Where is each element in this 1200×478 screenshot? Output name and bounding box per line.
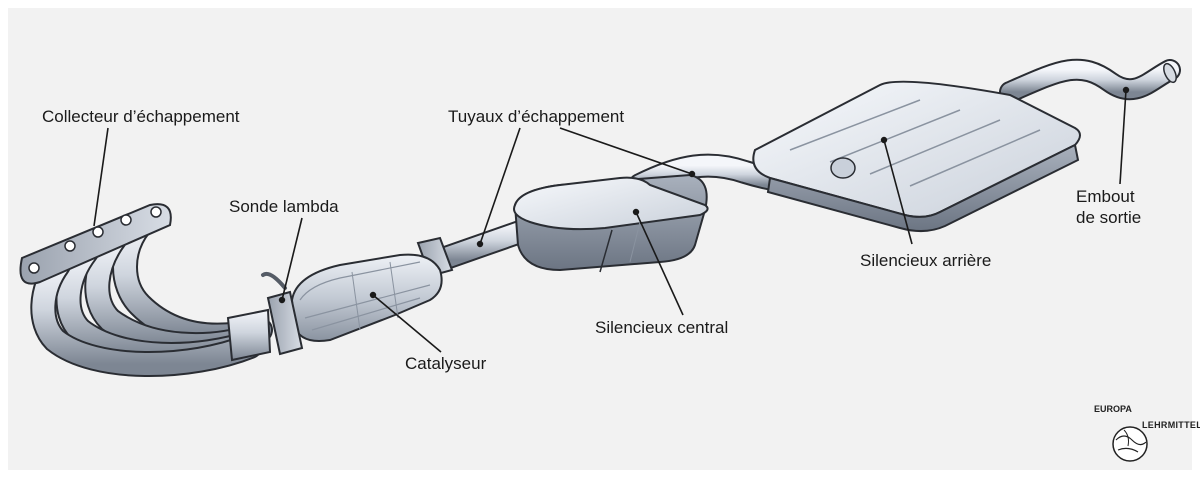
europa-lehrmittel-logo: EUROPA LEHRMITTEL [1088,398,1200,468]
leader-dot-sonde [278,296,286,304]
label-embout: Embout de sortie [1076,187,1142,227]
leader-dot-catalyseur [369,291,377,299]
leader-dot-silencieux-central [632,208,640,216]
label-tuyaux: Tuyaux d’échappement [448,107,625,126]
label-silencieux-arriere: Silencieux arrière [860,251,992,270]
leader-catalyseur [372,294,442,353]
europa-lehrmittel-logo-mark [1112,426,1148,462]
leader-embout [1119,89,1127,185]
label-silencieux-central: Silencieux central [595,318,729,337]
leader-dot-silencieux-arriere [880,136,888,144]
central-silencer [513,173,709,273]
leader-silencieux-arriere [883,139,913,245]
label-sonde-lambda: Sonde lambda [229,197,339,216]
leader-dot-tuyaux-2 [688,170,696,178]
logo-text-europa: EUROPA [1094,404,1132,414]
tailpipe [999,58,1181,103]
leader-dot-tuyaux-1 [476,240,484,248]
label-collecteur: Collecteur d’échappement [42,107,240,126]
leader-sonde [281,217,303,301]
label-catalyseur: Catalyseur [405,354,487,373]
leader-dot-embout [1122,86,1130,94]
logo-text-lehrmittel: LEHRMITTEL [1142,420,1200,430]
leader-collecteur [93,127,109,227]
exhaust-manifold [19,203,273,378]
leader-tuyaux-1 [479,127,521,245]
leader-lines [93,86,1130,353]
leader-silencieux-central [635,211,684,316]
rear-silencer [752,80,1081,232]
leader-tuyaux-2 [559,127,693,175]
catalytic-converter [261,253,443,342]
